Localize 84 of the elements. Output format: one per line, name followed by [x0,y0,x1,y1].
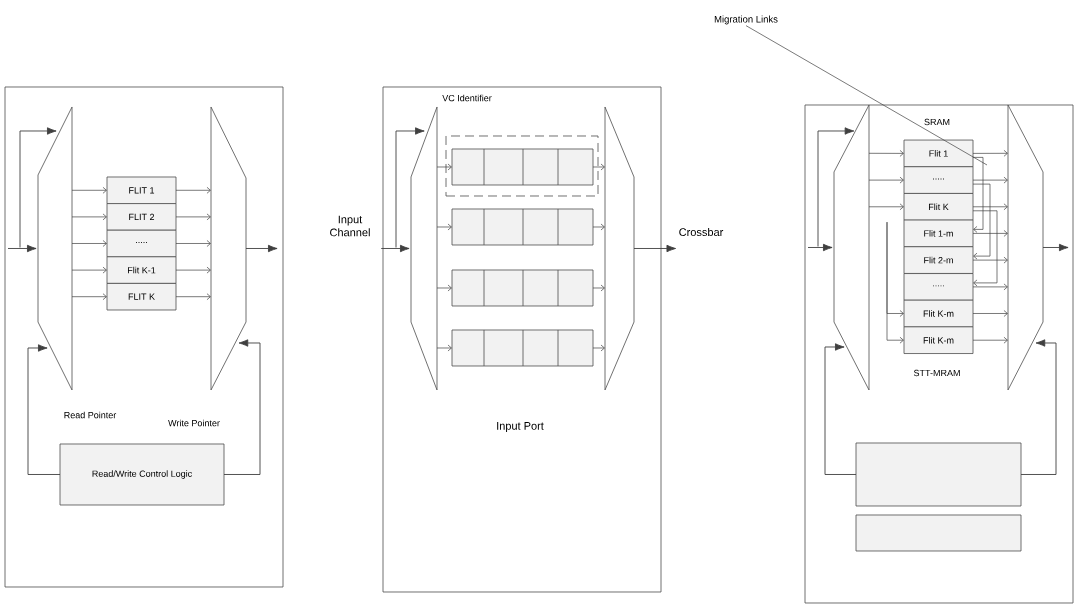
flit-cell: Flit K [903,193,974,221]
arrow [436,284,452,292]
demultiplexer-symbol [1007,104,1044,391]
flit-cell: Flit K-m [903,326,974,354]
flit-cell: FLIT 1 [106,176,177,204]
arrow [972,157,984,233]
text-label: Input Channel [330,215,370,237]
arrow [175,213,211,221]
arrow [380,244,410,253]
arrow [972,283,1008,291]
arrow [1020,339,1057,475]
arrow [175,293,211,301]
arrow [972,336,1008,344]
panel-frame [4,86,284,588]
arrow [886,221,904,344]
arrow [27,344,61,475]
buffer-queue [451,148,594,186]
flit-cell: ..... [903,166,974,194]
text-label: Crossbar [679,227,724,237]
arrow [175,186,211,194]
arrow [972,149,1008,157]
arrow [245,244,278,253]
arrow [71,186,107,194]
flit-cell: FLIT 2 [106,203,177,231]
arrow [71,293,107,301]
arrow [7,244,37,253]
arrow [817,127,855,247]
arrow [436,344,452,352]
buffer-queue [451,269,594,307]
flit-cell: ..... [106,229,177,258]
demultiplexer-symbol [210,106,247,391]
arrow [868,203,904,211]
arrow [592,223,605,231]
flit-cell: Flit K-m [903,299,974,328]
arrow [972,183,991,260]
arrow [824,343,857,475]
empty-box [855,442,1022,507]
text-label: Read Pointer [64,411,117,419]
flit-cell: ..... [903,273,974,301]
text-label: Migration Links [714,15,778,25]
arrow [175,240,211,247]
arrow [71,266,107,274]
arrow [868,176,904,184]
arrow [972,203,1008,211]
flit-cell: Flit 1-m [903,219,974,248]
text-label: Write Pointer [168,419,220,427]
control-logic-box: Read/Write Control Logic [59,443,225,506]
arrow [633,244,677,253]
arrow [436,163,452,171]
panel-frame [804,104,1074,604]
text-label: VC Identifier [442,94,492,102]
arrow [71,213,107,221]
buffer-queue [451,329,594,367]
arrow [972,310,1008,317]
arrow [972,256,1008,264]
arrow [223,339,261,475]
arrow [1042,243,1069,252]
flit-cell: Flit 1 [903,139,974,168]
arrow [807,243,833,252]
arrow [19,127,57,248]
empty-box [855,514,1022,552]
flit-cell: FLIT K [106,283,177,311]
arrow [972,210,998,287]
arrow [436,223,452,231]
demultiplexer-symbol [604,106,635,391]
text-label: STT-MRAM [913,369,960,377]
arrow [972,230,1008,237]
arrow [592,163,605,171]
arrow [71,240,107,247]
buffer-queue [451,208,594,246]
multiplexer-symbol [833,104,870,391]
flit-cell: Flit 2-m [903,246,974,274]
arrow [592,344,605,352]
arrow [395,127,425,248]
flit-cell: Flit K-1 [106,256,177,284]
arrow [972,176,1008,184]
dashed-box [445,135,599,197]
leader-line [745,25,988,166]
multiplexer-symbol [410,106,438,391]
multiplexer-symbol [37,106,73,391]
arrow [175,266,211,274]
arrow [868,150,904,157]
arrow [592,284,605,292]
text-label: SRAM [924,118,950,126]
